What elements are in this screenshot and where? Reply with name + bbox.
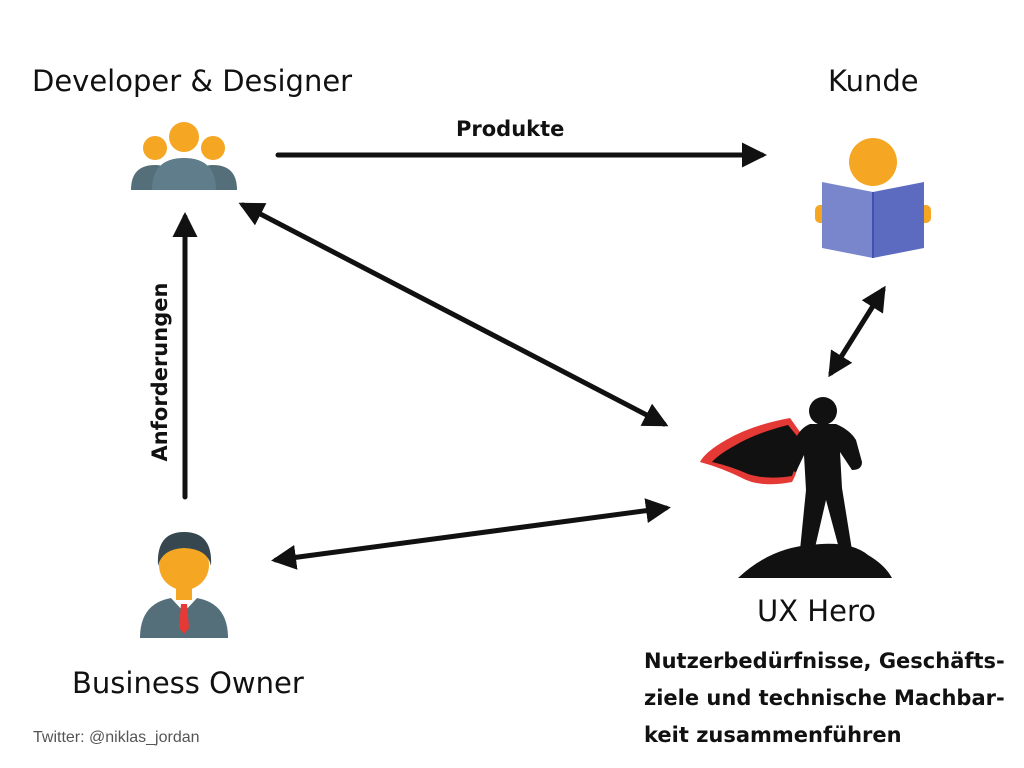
credit-twitter: Twitter: @niklas_jordan bbox=[33, 729, 200, 746]
edge-label-produkte: Produkte bbox=[456, 117, 565, 141]
arrow-hero-kunde bbox=[828, 285, 886, 378]
superhero-icon bbox=[700, 397, 892, 578]
node-label-kunde: Kunde bbox=[828, 64, 919, 98]
reader-icon bbox=[815, 138, 931, 258]
team-icon bbox=[131, 122, 237, 190]
node-label-business: Business Owner bbox=[72, 666, 304, 700]
node-label-developer: Developer & Designer bbox=[32, 64, 353, 98]
hero-description: Nutzerbedürfnisse, Geschäfts- ziele und … bbox=[644, 643, 1005, 754]
node-label-hero: UX Hero bbox=[757, 594, 876, 628]
hero-description-line-2: ziele und technische Machbar- bbox=[644, 686, 1005, 710]
edge-label-anforderungen: Anforderungen bbox=[148, 282, 172, 462]
arrow-developer-hero bbox=[238, 202, 669, 427]
businessman-icon bbox=[140, 532, 228, 638]
hero-description-line-3: keit zusammenführen bbox=[644, 723, 902, 747]
hero-description-line-1: Nutzerbedürfnisse, Geschäfts- bbox=[644, 649, 1005, 673]
arrow-business-hero bbox=[271, 498, 671, 570]
